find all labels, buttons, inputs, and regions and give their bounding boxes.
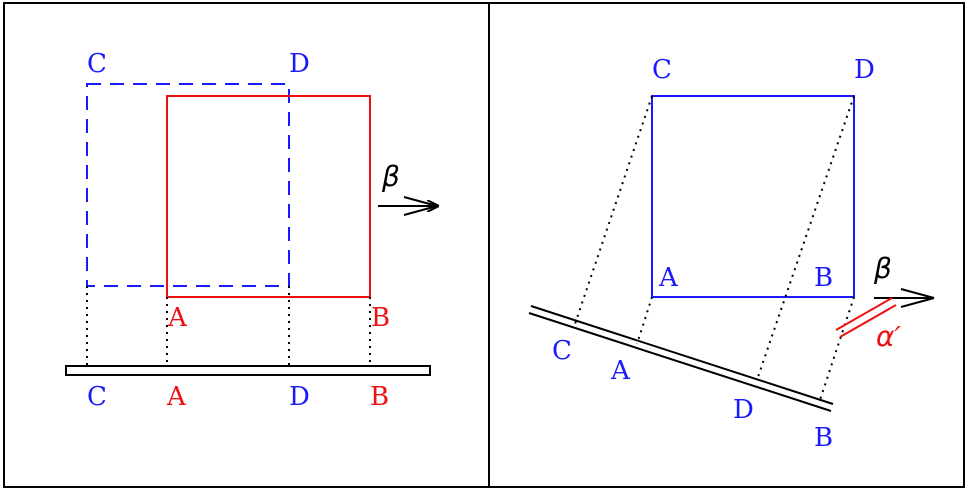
- left-beta-arrow-barb-bottom: [403, 205, 438, 216]
- right-beta-arrow-barb-bottom: [900, 297, 935, 308]
- right-label-alpha-prime: α′: [876, 320, 901, 353]
- left-beta-arrow-barb-top: [403, 196, 438, 207]
- right-label-beta: β: [873, 252, 892, 285]
- left-label-beta: β: [381, 160, 400, 193]
- right-label-d-proj: D: [733, 395, 754, 425]
- right-proj-line-d: [756, 95, 855, 381]
- right-label-a-corner: A: [658, 263, 679, 293]
- right-film-line-top: [530, 305, 834, 405]
- right-film-line-bottom: [528, 312, 832, 412]
- right-proj-line-b: [819, 296, 855, 401]
- left-film-strip: [65, 365, 431, 376]
- right-label-a-proj: A: [610, 356, 631, 386]
- left-label-b-proj: B: [370, 382, 389, 412]
- right-alpha-line-2: [839, 304, 897, 338]
- left-label-d-top: D: [289, 49, 310, 79]
- right-alpha-line-1: [835, 297, 893, 331]
- right-label-b-corner: B: [814, 263, 833, 293]
- left-blue-dashed-square: [86, 83, 290, 287]
- left-label-a-corner: A: [167, 303, 188, 333]
- left-red-square: [166, 95, 371, 298]
- outer-frame: [3, 2, 965, 488]
- left-label-d-proj: D: [289, 382, 310, 412]
- right-label-c-top: C: [652, 55, 672, 85]
- left-label-c-proj: C: [87, 382, 107, 412]
- left-label-b-corner: B: [371, 303, 390, 333]
- right-label-c-proj: C: [552, 336, 572, 366]
- right-proj-line-c: [574, 95, 653, 325]
- left-panel: C D A B β C A D B: [65, 49, 438, 412]
- left-label-a-proj: A: [166, 382, 187, 412]
- right-panel: C D A B β α′ C A D B: [528, 55, 935, 453]
- right-label-d-top: D: [854, 55, 875, 85]
- right-label-b-proj: B: [814, 423, 833, 453]
- right-beta-arrow-barb-top: [900, 288, 935, 299]
- left-label-c-top: C: [87, 49, 107, 79]
- right-proj-line-a: [636, 296, 653, 345]
- right-blue-square: [651, 95, 855, 298]
